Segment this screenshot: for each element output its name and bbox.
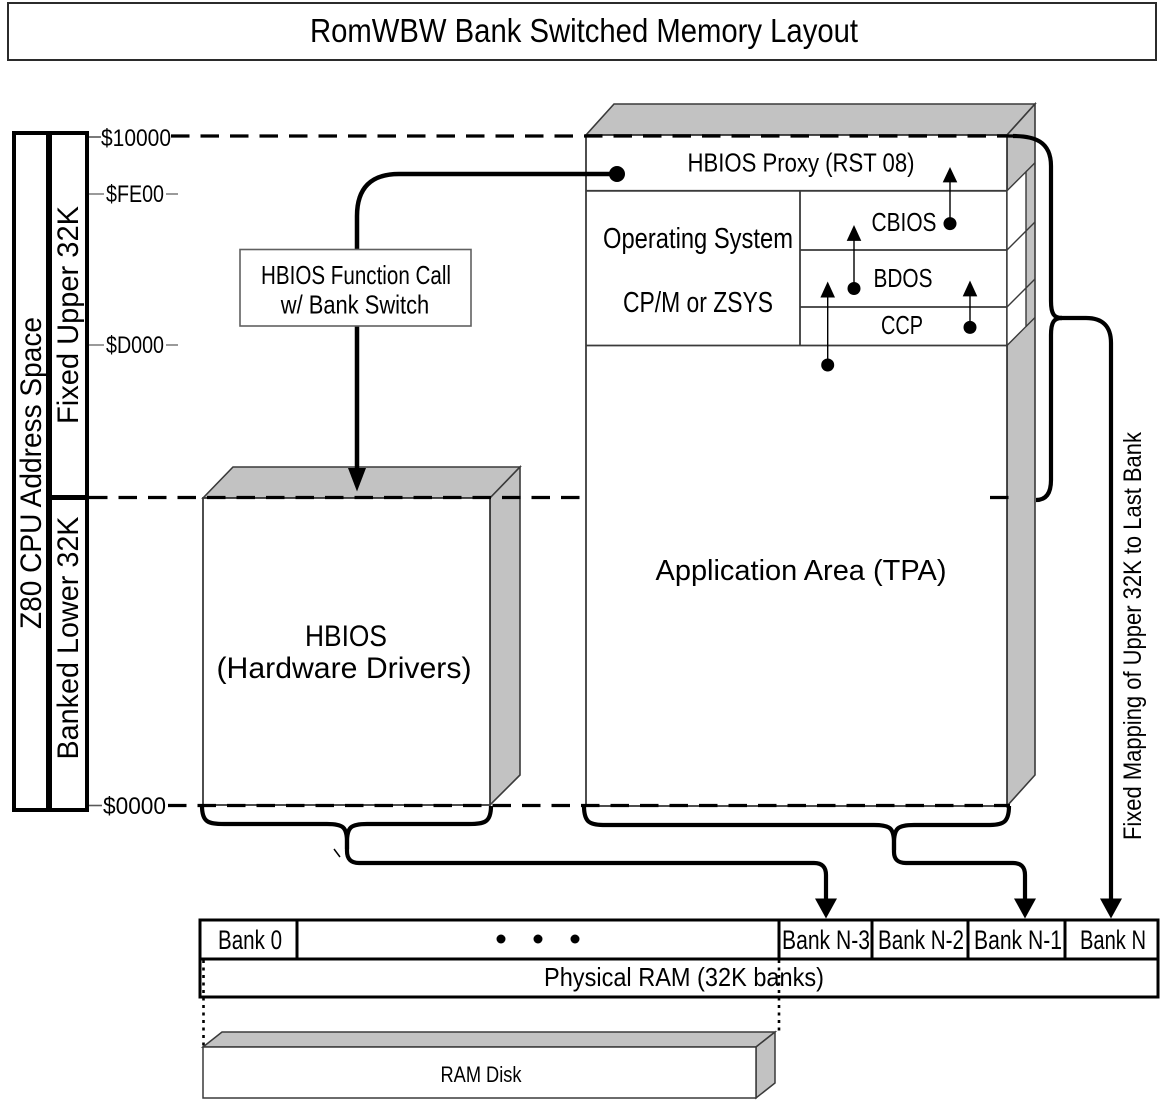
svg-text:$FE00: $FE00 xyxy=(106,181,164,208)
svg-text:(Hardware Drivers): (Hardware Drivers) xyxy=(217,652,472,685)
svg-text:$0000: $0000 xyxy=(103,793,166,820)
svg-text:Bank N: Bank N xyxy=(1080,925,1146,955)
svg-text:Bank N-1: Bank N-1 xyxy=(974,925,1062,955)
svg-text:Fixed Upper 32K: Fixed Upper 32K xyxy=(52,206,85,424)
svg-text:CCP: CCP xyxy=(881,310,923,340)
svg-text:Fixed Mapping of Upper 32K to: Fixed Mapping of Upper 32K to Last Bank xyxy=(1119,432,1147,840)
svg-text:Physical RAM (32K banks): Physical RAM (32K banks) xyxy=(544,962,824,992)
svg-text:RomWBW Bank Switched Memory La: RomWBW Bank Switched Memory Layout xyxy=(310,12,858,49)
svg-text:w/ Bank Switch: w/ Bank Switch xyxy=(280,290,429,320)
svg-text:$10000: $10000 xyxy=(101,125,171,152)
svg-text:Application Area (TPA): Application Area (TPA) xyxy=(656,555,947,587)
svg-text:$D000: $D000 xyxy=(106,332,164,359)
svg-text:HBIOS Function Call: HBIOS Function Call xyxy=(261,260,451,290)
svg-text:Banked Lower 32K: Banked Lower 32K xyxy=(52,517,85,760)
svg-text:Bank N-3: Bank N-3 xyxy=(782,925,870,955)
svg-text:Bank 0: Bank 0 xyxy=(218,925,282,955)
svg-text:RAM Disk: RAM Disk xyxy=(441,1062,523,1087)
svg-text:Z80 CPU Address Space: Z80 CPU Address Space xyxy=(15,317,48,629)
svg-text:BDOS: BDOS xyxy=(874,263,933,293)
svg-text:CP/M or ZSYS: CP/M or ZSYS xyxy=(623,287,773,319)
svg-text:Operating System: Operating System xyxy=(603,223,793,255)
svg-text:CBIOS: CBIOS xyxy=(872,207,937,237)
svg-text:Bank N-2: Bank N-2 xyxy=(878,925,964,955)
svg-text:HBIOS Proxy (RST 08): HBIOS Proxy (RST 08) xyxy=(688,148,915,178)
svg-text:HBIOS: HBIOS xyxy=(305,620,387,653)
